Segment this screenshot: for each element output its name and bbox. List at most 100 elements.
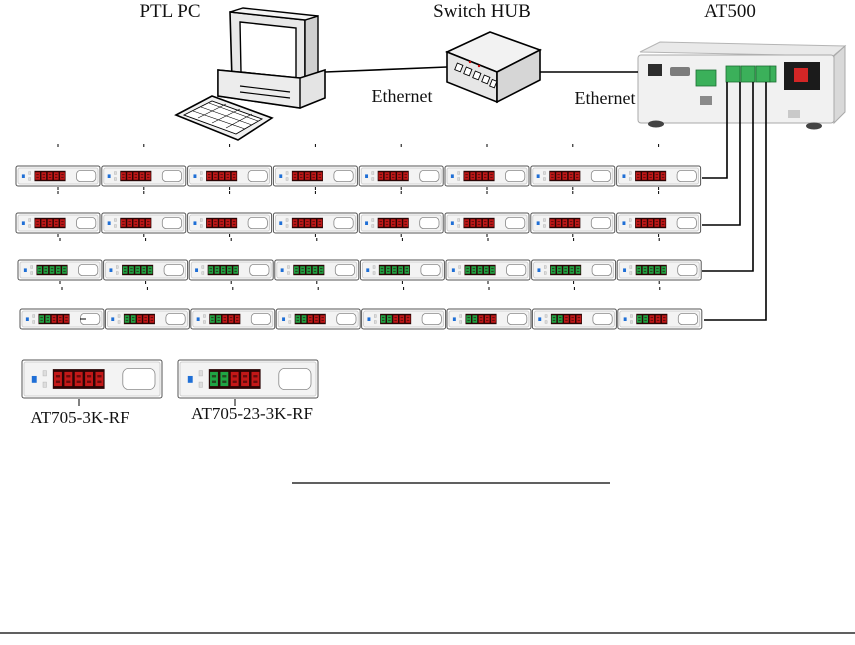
light-module	[532, 260, 616, 280]
status-led-icon	[538, 317, 541, 321]
status-led-icon	[111, 317, 114, 321]
ethernet-link-pc-hub	[325, 67, 447, 72]
pc-computer-icon	[176, 8, 325, 140]
status-led-icon	[451, 221, 454, 225]
status-led-icon	[622, 174, 625, 178]
legend-module	[178, 360, 318, 398]
controller-label: AT500	[704, 1, 756, 22]
confirm-button-icon	[166, 313, 185, 324]
confirm-button-icon	[593, 313, 612, 324]
light-module	[531, 213, 615, 233]
light-module-rows	[16, 144, 702, 329]
light-module	[18, 260, 102, 280]
status-led-icon	[365, 221, 368, 225]
status-led-icon	[195, 268, 198, 272]
light-module	[102, 166, 186, 186]
ethernet-label-pc-hub: Ethernet	[372, 86, 433, 106]
light-module	[360, 260, 444, 280]
confirm-button-icon	[591, 170, 610, 181]
legend-model-label: AT705-23-3K-RF	[191, 404, 313, 423]
light-module	[617, 213, 701, 233]
confirm-button-icon	[507, 313, 526, 324]
status-led-icon	[26, 317, 29, 321]
confirm-button-icon	[248, 170, 267, 181]
light-module	[188, 213, 272, 233]
status-led-icon	[108, 221, 111, 225]
status-led-icon	[537, 221, 540, 225]
light-module	[105, 309, 189, 329]
status-led-icon	[188, 376, 193, 383]
pc-label: PTL PC	[139, 1, 200, 22]
light-module	[445, 166, 529, 186]
module-row-3	[18, 238, 701, 284]
light-module	[617, 260, 701, 280]
status-led-icon	[193, 221, 196, 225]
confirm-button-icon	[162, 170, 181, 181]
light-module	[362, 309, 446, 329]
status-led-icon	[281, 268, 284, 272]
confirm-button-icon	[162, 217, 181, 228]
serial-port-icon	[670, 67, 690, 76]
status-led-icon	[367, 317, 370, 321]
confirm-button-icon	[123, 368, 155, 389]
light-module	[20, 309, 104, 329]
status-led-icon	[365, 174, 368, 178]
confirm-button-icon	[677, 217, 696, 228]
confirm-button-icon	[420, 170, 439, 181]
lan-port-icon	[648, 64, 662, 76]
light-module	[447, 309, 531, 329]
confirm-button-icon	[164, 264, 183, 275]
hub-label: Switch HUB	[433, 1, 531, 22]
light-module	[273, 166, 357, 186]
confirm-button-icon	[505, 170, 524, 181]
confirm-button-icon	[592, 264, 611, 275]
confirm-button-icon	[250, 264, 269, 275]
module-row-4	[20, 287, 702, 329]
confirm-button-icon	[248, 217, 267, 228]
status-led-icon	[279, 174, 282, 178]
status-led-icon	[24, 268, 27, 272]
module-row-1	[16, 144, 701, 190]
light-module	[104, 260, 188, 280]
light-module	[191, 309, 275, 329]
confirm-button-icon	[422, 313, 441, 324]
status-led-icon	[537, 174, 540, 178]
confirm-button-icon	[505, 217, 524, 228]
confirm-button-icon	[591, 217, 610, 228]
status-led-icon	[109, 268, 112, 272]
light-module	[102, 213, 186, 233]
status-led-icon	[624, 317, 627, 321]
terminal-block-icon	[726, 66, 740, 82]
terminal-block-icon	[770, 66, 776, 82]
confirm-button-icon	[78, 264, 97, 275]
confirm-button-icon	[76, 170, 95, 181]
status-led-icon	[22, 174, 25, 178]
status-led-icon	[108, 174, 111, 178]
light-module	[359, 166, 443, 186]
light-module	[445, 213, 529, 233]
confirm-button-icon	[337, 313, 356, 324]
light-module	[617, 166, 701, 186]
light-module	[273, 213, 357, 233]
ethernet-label-hub-controller: Ethernet	[575, 88, 636, 108]
confirm-button-icon	[421, 264, 440, 275]
legend-module	[22, 360, 162, 398]
at500-controller	[638, 42, 845, 130]
status-led-icon	[279, 221, 282, 225]
confirm-button-icon	[506, 264, 525, 275]
light-module	[531, 166, 615, 186]
status-led-icon	[22, 221, 25, 225]
confirm-button-icon	[678, 264, 697, 275]
light-module	[189, 260, 273, 280]
status-led-icon	[366, 268, 369, 272]
module-row-2	[16, 191, 701, 237]
light-module	[188, 166, 272, 186]
status-led-icon	[622, 221, 625, 225]
terminal-block-icon	[741, 66, 755, 82]
status-led-icon	[282, 317, 285, 321]
status-led-icon	[537, 268, 540, 272]
legend-model-label: AT705-3K-RF	[30, 408, 129, 427]
status-led-icon	[193, 174, 196, 178]
status-led-icon	[452, 268, 455, 272]
